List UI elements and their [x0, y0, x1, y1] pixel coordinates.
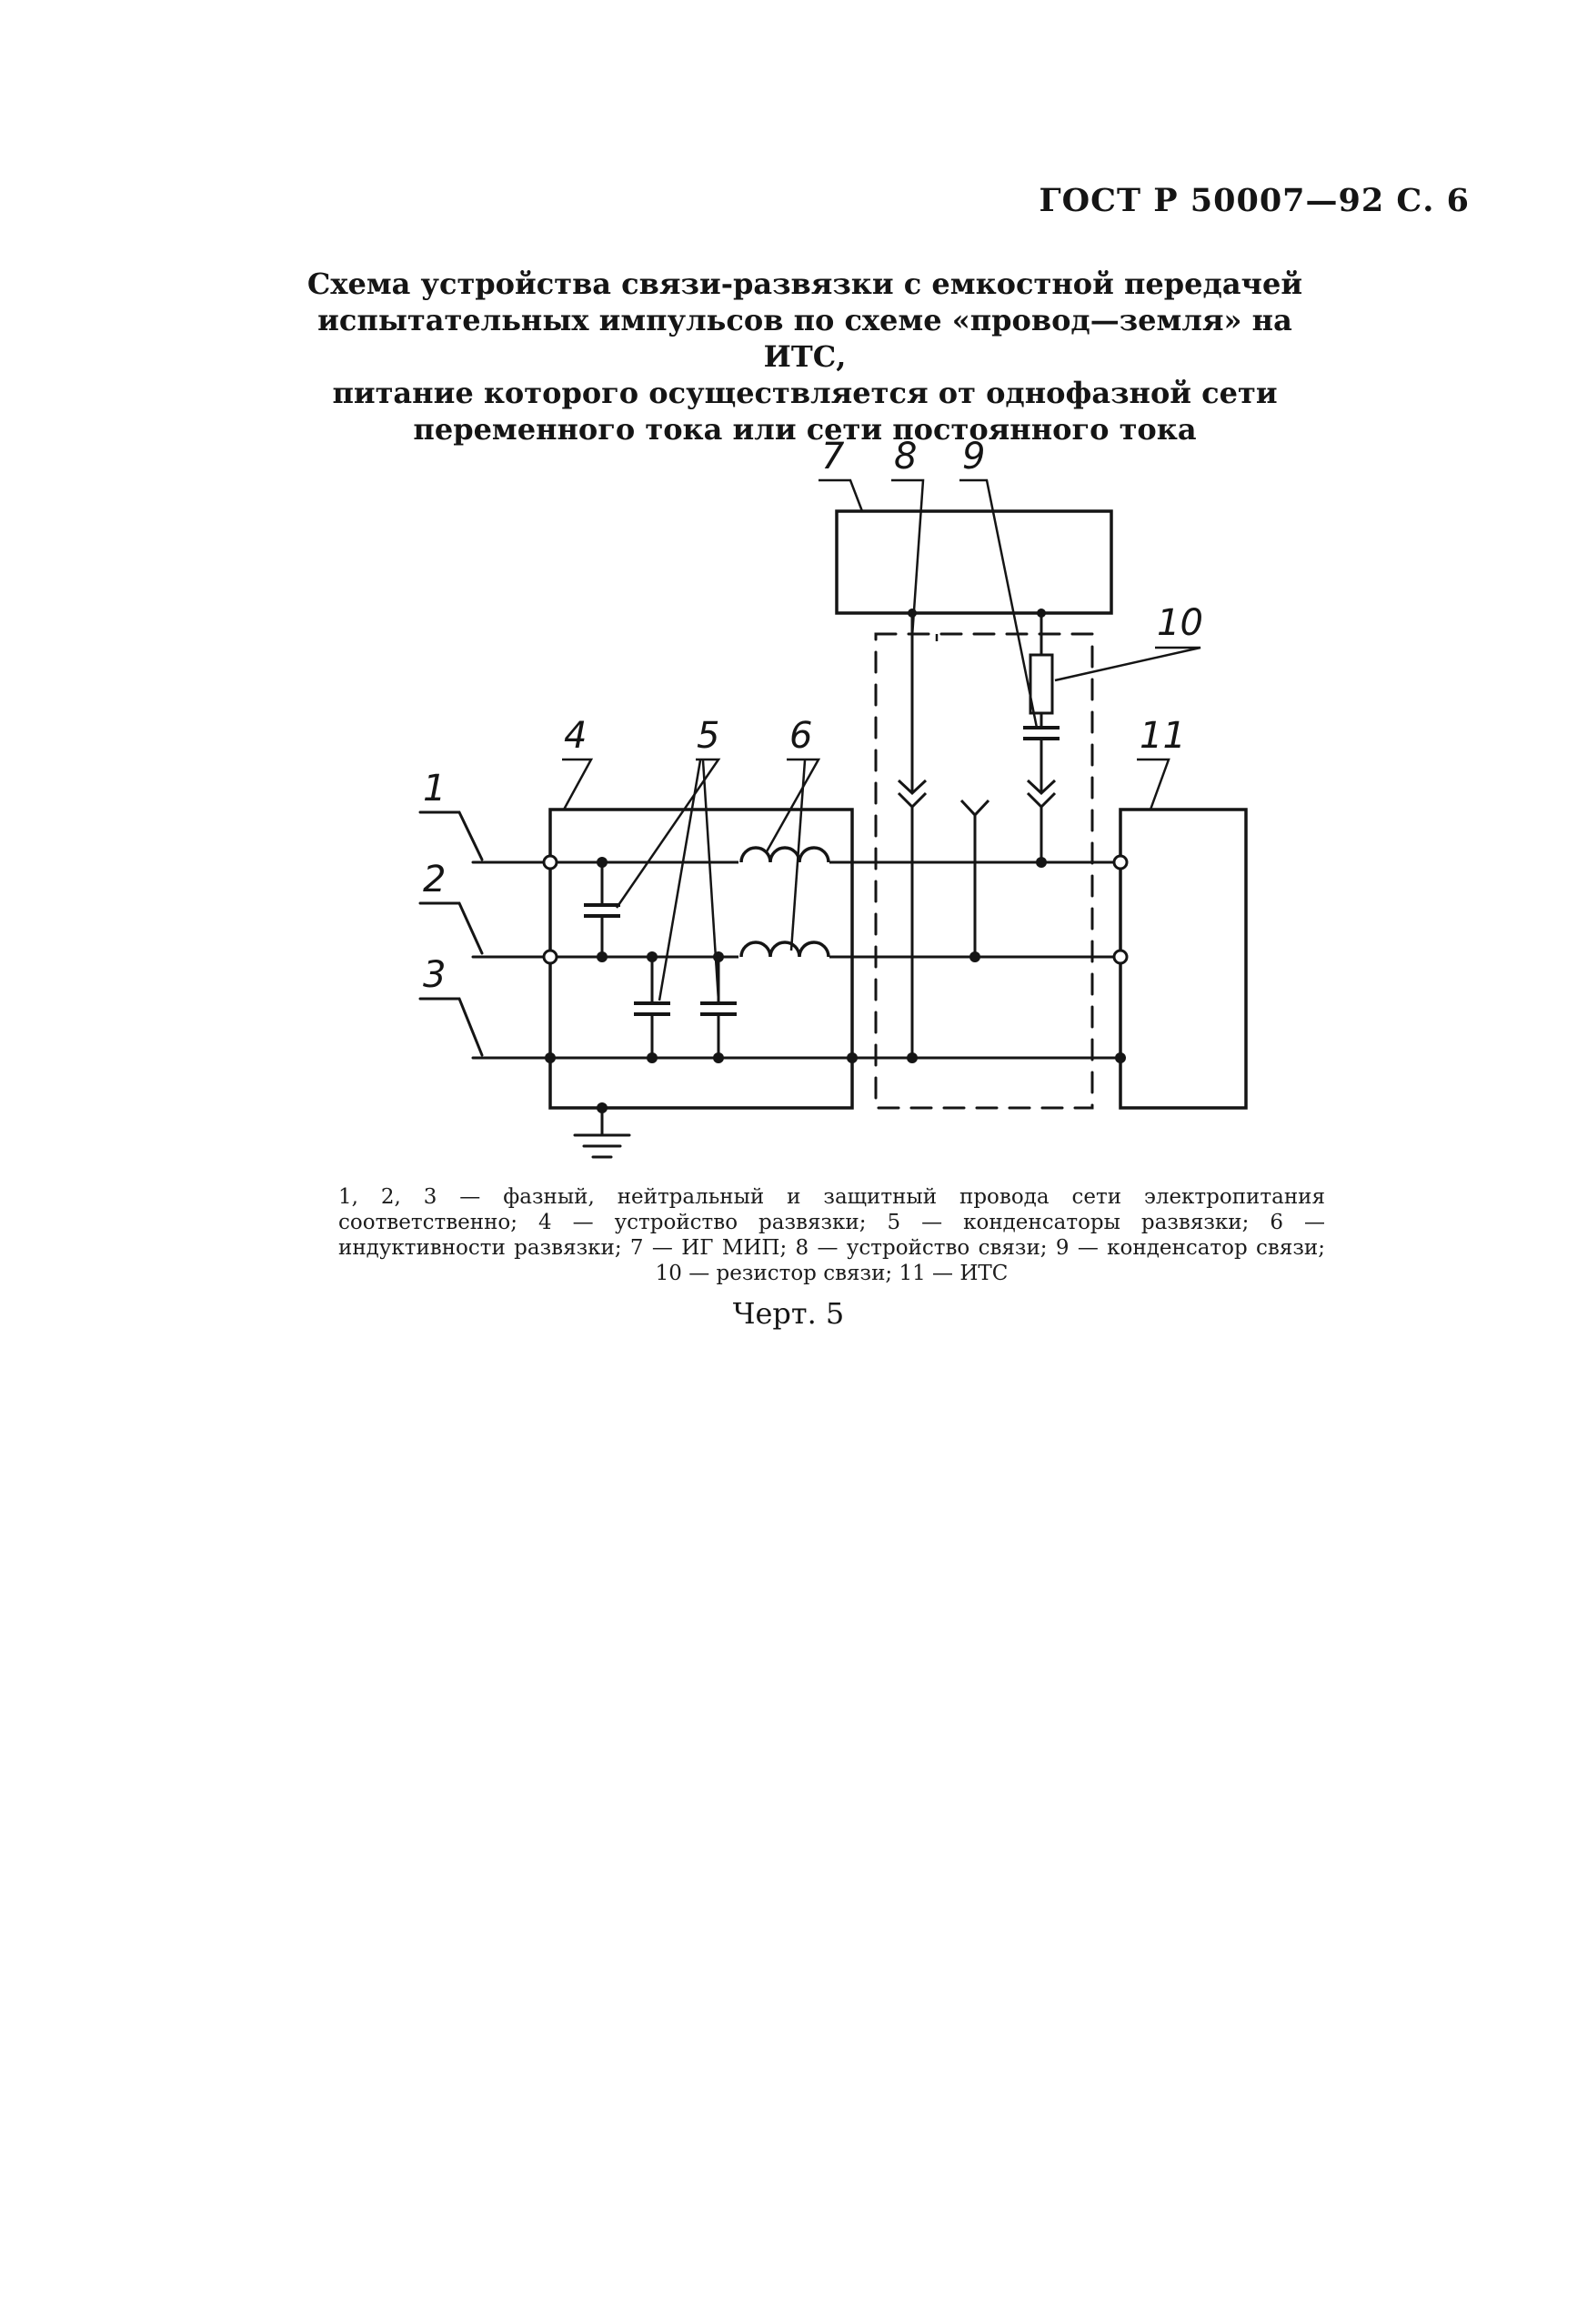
- figure-caption: 1, 2, 3 — фазный, нейтральный и защитный…: [338, 1185, 1325, 1285]
- label-4: 4: [564, 715, 587, 757]
- figure-title: Схема устройства связи-развязки с емкост…: [300, 266, 1310, 448]
- junction-dots: [545, 609, 1126, 1113]
- generator-box: [835, 509, 1113, 615]
- title-line-3: питание которого осуществляется от одноф…: [332, 376, 1278, 410]
- coupling-components: [897, 613, 1060, 1058]
- title-line-1: Схема устройства связи-развязки с емкост…: [306, 267, 1303, 301]
- label-7: 7: [821, 436, 845, 478]
- decoupling-inductors: [738, 846, 830, 959]
- label-6: 6: [789, 715, 812, 757]
- title-line-4: переменного тока или сети постоянного то…: [413, 412, 1197, 447]
- label-9: 9: [962, 436, 985, 478]
- decoupling-components: [584, 862, 737, 1058]
- label-leaders: [562, 478, 1201, 1001]
- label-2: 2: [423, 859, 446, 900]
- label-11: 11: [1140, 715, 1186, 757]
- label-8: 8: [894, 436, 917, 478]
- figure-label: Черт. 5: [732, 1296, 845, 1331]
- terminals: [542, 854, 1129, 965]
- title-line-2: испытательных импульсов по схеме «провод…: [317, 303, 1292, 374]
- eut-box: [1119, 808, 1248, 1110]
- document-header: ГОСТ Р 50007—92 С. 6: [1039, 182, 1470, 219]
- label-3: 3: [423, 954, 446, 996]
- coupling-device-box: [874, 632, 1094, 1110]
- label-10: 10: [1157, 602, 1203, 644]
- label-1: 1: [423, 768, 446, 810]
- label-5: 5: [697, 715, 719, 757]
